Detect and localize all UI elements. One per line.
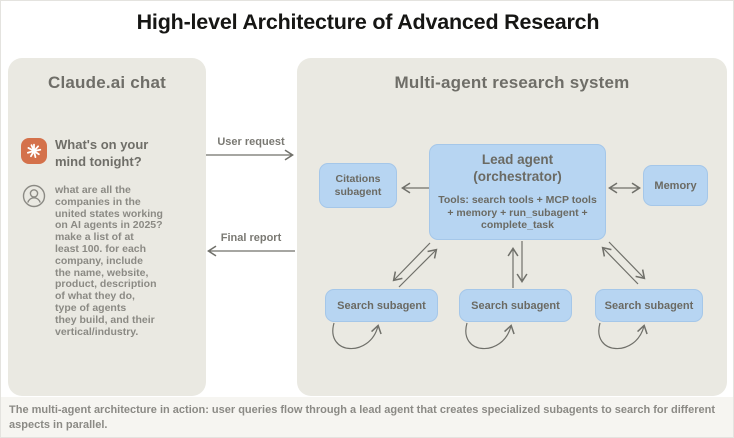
page-title: High-level Architecture of Advanced Rese… [136, 10, 600, 34]
lead-agent-tools: Tools: search tools + MCP tools + memory… [438, 194, 597, 232]
figure-caption: The multi-agent architecture in action: … [9, 404, 715, 431]
multi-agent-panel-title: Multi-agent research system [394, 73, 630, 92]
lead-agent-title: Lead agent (orchestrator) [473, 152, 562, 184]
final-report-label: Final report [220, 232, 282, 244]
claude-chat-panel-title: Claude.ai chat [47, 73, 167, 92]
search-subagent-box-1: Search subagent [325, 289, 438, 322]
claude-spark-icon [21, 138, 47, 164]
claude-chat-panel: Claude.ai chat What's on your mind tonig… [8, 58, 206, 396]
multi-agent-panel: Multi-agent research system Citations su… [297, 58, 727, 396]
citations-subagent-box: Citations subagent [319, 163, 397, 208]
caption-strip: The multi-agent architecture in action: … [1, 397, 733, 437]
search-subagent-box-3: Search subagent [595, 289, 703, 322]
assistant-greeting: What's on your mind tonight? [55, 137, 149, 169]
user-request-label: User request [217, 136, 285, 148]
user-query-message: what are all the companies in the united… [55, 184, 163, 338]
claude-spark-glyph [26, 143, 42, 159]
memory-box: Memory [643, 165, 708, 206]
user-avatar-icon [22, 184, 46, 208]
lead-agent-box: Lead agent (orchestrator) Tools: search … [429, 144, 606, 240]
search-subagent-box-2: Search subagent [459, 289, 572, 322]
